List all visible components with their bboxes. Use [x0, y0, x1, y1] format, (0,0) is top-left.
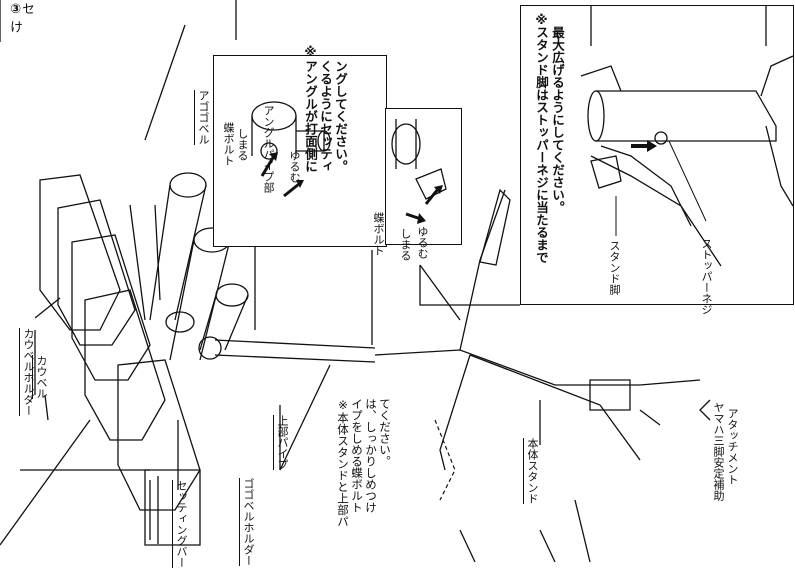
butterfly-bolt-art [391, 119, 447, 224]
stand-note-line-2: イプをしめる蝶ボルト [350, 398, 364, 513]
setting-bar-label: セッティングバー [175, 480, 188, 568]
agogo-bell-label: アゴゴベル [197, 90, 210, 145]
arrow-icon [260, 152, 304, 198]
step-text-2: け [7, 20, 22, 33]
step-number: ③ [8, 2, 23, 17]
cowbell-holder-label: カウベルホルダー [22, 328, 35, 416]
upper-pipe-label: 上部パイプ [276, 415, 289, 470]
angle-pipe-art [251, 101, 331, 198]
angle-note-line-3: ングしてください。 [333, 60, 348, 173]
angle-pipe-part-label: アングルパイプ部 [262, 105, 275, 193]
shimaru-label-2: しまる [399, 228, 412, 261]
butterfly-bolt-callout [385, 108, 462, 245]
cowbell-drawings [39, 174, 201, 511]
inset-note-line-1: スタンド脚はストッパーネジに当たるまで [534, 26, 549, 264]
stopper-screw-label: ストッパーネジ [700, 238, 713, 315]
butterfly-bolt-label-1: 蝶ボルト [222, 122, 235, 166]
tripod-attachment-line-2: アタッチメント [726, 408, 739, 485]
step-text-1: セ [19, 2, 34, 15]
yurumu-label-1: ゆるむ [288, 150, 301, 183]
stand-leg-label: スタンド脚 [608, 240, 621, 295]
stand-note-line-3: は、しっかりしめつけ [364, 398, 378, 513]
tripod-attachment-line-1: ヤマハ三脚安定補助 [712, 402, 725, 501]
butterfly-bolt-icon [405, 185, 443, 224]
inset-note-line-2: 最大広げるようにしてください。 [550, 26, 565, 214]
main-stand-label: 本体スタンド [526, 438, 539, 504]
angle-pipe-callout [213, 55, 387, 247]
stand-leg-inset [520, 5, 794, 305]
stand-note-line-1: ※本体スタンドと上部パ [336, 398, 350, 527]
angle-note-line-2: くるようにセッティ [318, 60, 333, 173]
inset-note-mark: ※ [534, 12, 549, 27]
angle-note-mark: ※ [303, 44, 318, 59]
gogo-bell-holder-label: ゴゴベルホルダー [242, 478, 255, 566]
cowbell-label: カウベル [35, 355, 48, 399]
stopper-screw-icon [631, 140, 657, 152]
stand-leg-art [580, 6, 793, 267]
stand-note-line-4: てください。 [378, 398, 392, 467]
yurumu-label-2: ゆるむ [416, 226, 429, 259]
butterfly-bolt-label-2: 蝶ボルト [372, 212, 385, 256]
angle-note-line-1: アングルが打面側に [303, 60, 318, 173]
shimaru-label-1: しまる [236, 128, 249, 161]
